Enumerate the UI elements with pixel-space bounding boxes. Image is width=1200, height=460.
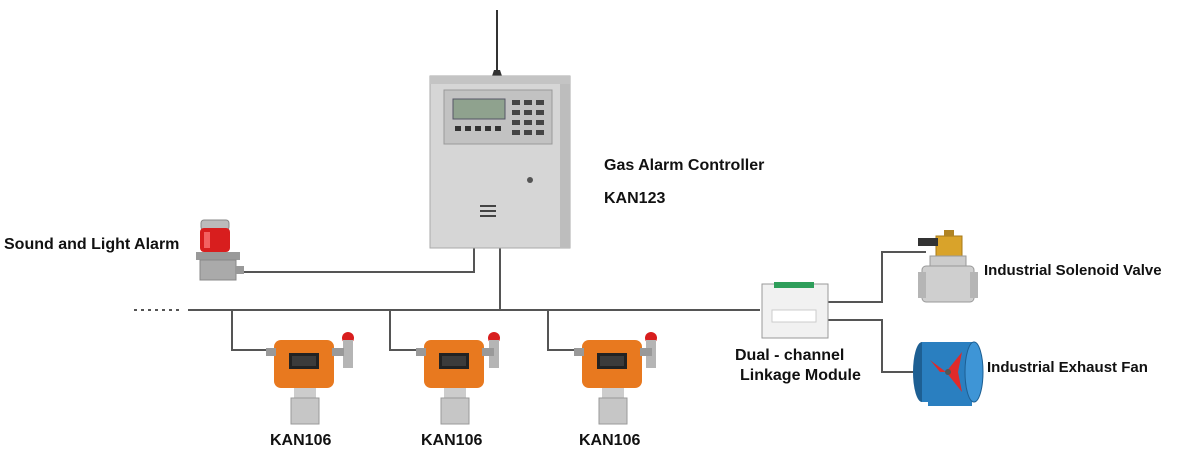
detector-3-wire	[547, 310, 580, 351]
alarm-wire	[242, 248, 475, 273]
gas-detector-2-icon	[416, 332, 500, 425]
controller-name-label: Gas Alarm Controller	[604, 157, 765, 174]
controller-model-label: KAN123	[604, 190, 666, 207]
controller-lcd-screen	[452, 98, 506, 120]
linkage-module-label-line2: Linkage Module	[740, 367, 861, 384]
detector-1-label: KAN106	[270, 432, 332, 449]
detector-2-wire	[389, 310, 422, 351]
detector-2-label: KAN106	[421, 432, 483, 449]
controller-keys	[455, 126, 501, 131]
solenoid-valve-icon	[918, 230, 978, 303]
wiring	[134, 248, 926, 373]
detector-1-wire	[231, 310, 272, 351]
sound-light-alarm-icon	[196, 219, 244, 281]
fan-label: Industrial Exhaust Fan	[987, 359, 1148, 376]
gas-detector-3-icon	[574, 332, 657, 425]
detector-3-label: KAN106	[579, 432, 641, 449]
gas-detector-1-icon	[266, 332, 354, 425]
speaker-grille	[480, 205, 496, 217]
lock-icon	[527, 177, 533, 183]
valve-wire	[828, 251, 926, 303]
valve-label: Industrial Solenoid Valve	[984, 262, 1162, 279]
alarm-label: Sound and Light Alarm	[4, 236, 180, 253]
controller-keypad	[512, 100, 544, 135]
fan-wire	[828, 319, 920, 373]
gas-alarm-controller	[429, 10, 571, 249]
linkage-module-icon	[761, 282, 829, 339]
linkage-module-label-line1: Dual - channel	[735, 347, 845, 364]
exhaust-fan-icon	[913, 341, 984, 406]
